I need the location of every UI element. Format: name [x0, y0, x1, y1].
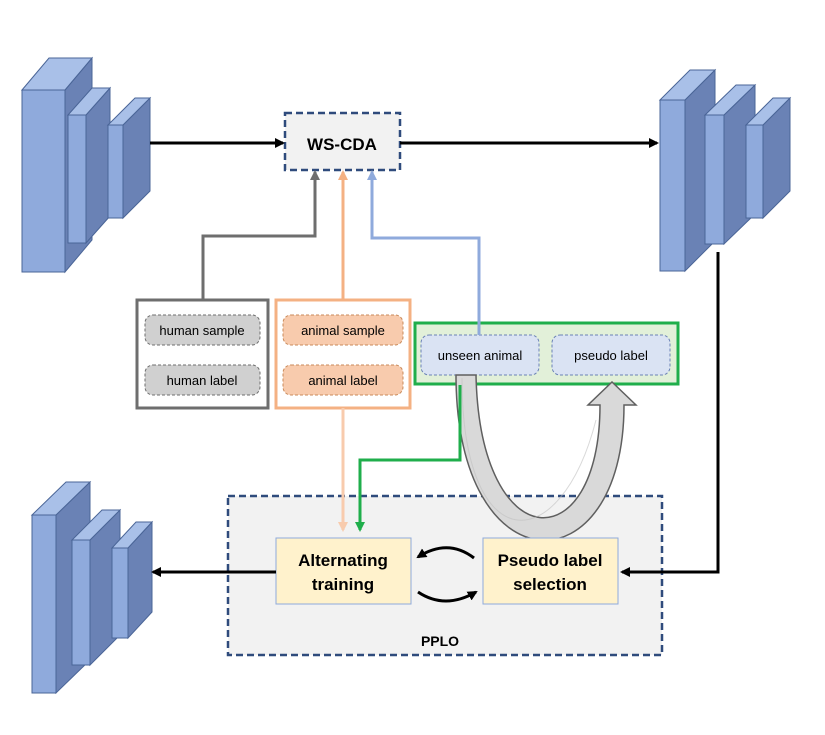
- unseen-group: unseen animal pseudo label: [413, 321, 680, 386]
- pplo-label: PPLO: [421, 633, 459, 649]
- arrow-cycle-top: [416, 546, 475, 560]
- unseen-animal-text: unseen animal: [438, 348, 523, 363]
- block-small: [106, 96, 152, 220]
- arrow-unseen-to-wscda: [367, 170, 481, 335]
- pls-line2: selection: [513, 575, 587, 594]
- output-blocks-left: [30, 480, 154, 695]
- block-large: [658, 68, 717, 273]
- human-group: human sample human label: [135, 298, 270, 410]
- human-sample-chip: [144, 314, 261, 346]
- encoder-blocks-right: [658, 68, 792, 273]
- pseudo-label-chip: [551, 334, 671, 376]
- animal-sample-chip: [282, 314, 404, 346]
- arrow-encoder-to-selection: [620, 252, 720, 577]
- encoder-blocks-left: [20, 56, 152, 274]
- block-small: [744, 96, 792, 220]
- block-small: [110, 520, 154, 640]
- arrow-human-to-wscda: [201, 170, 320, 300]
- animal-group: animal sample animal label: [274, 298, 412, 410]
- animal-sample-text: animal sample: [301, 323, 385, 338]
- curved-feedback-arrow: [455, 374, 638, 541]
- alternating-line1: Alternating: [298, 551, 388, 570]
- human-sample-text: human sample: [159, 323, 244, 338]
- ws-cda-label: WS-CDA: [307, 135, 377, 154]
- pseudo-label-text: pseudo label: [574, 348, 648, 363]
- alternating-line2: training: [312, 575, 374, 594]
- alternating-training-node: Alternating training: [275, 537, 412, 605]
- animal-label-text: animal label: [308, 373, 377, 388]
- human-label-text: human label: [167, 373, 238, 388]
- arrow-cycle-bottom: [417, 590, 478, 603]
- pls-line1: Pseudo label: [498, 551, 603, 570]
- block-medium: [66, 86, 112, 245]
- ws-cda-node: WS-CDA: [283, 111, 402, 172]
- pseudo-label-selection-node: Pseudo label selection: [482, 537, 619, 605]
- arrow-unseen-to-training: [355, 385, 462, 532]
- animal-label-chip: [282, 364, 404, 396]
- human-label-chip: [144, 364, 261, 396]
